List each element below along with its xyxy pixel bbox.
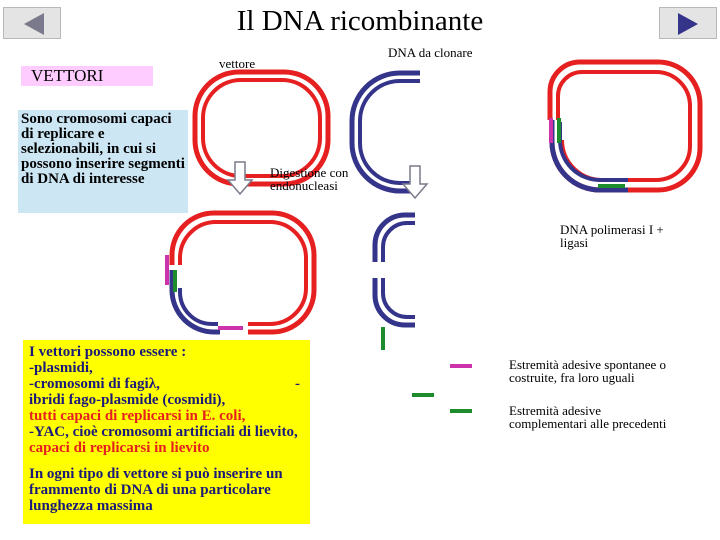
down-arrow-left [226,161,254,196]
vector-replicate-ecoli: tutti capaci di replicarsi in E. coli, [29,408,246,424]
dna-to-clone-label: DNA da clonare [388,45,473,60]
dna-to-clone [349,70,420,194]
down-arrow-right [401,165,429,200]
vector-size-note: In ogni tipo di vettore si può inserire … [29,466,283,514]
digestion-label: Digestione con endonucleasi [270,165,349,193]
recombinant-plasmid [547,59,703,193]
triangle-right-icon [678,13,698,35]
vector-type-phage: -cromosomi di fagiλ, - [29,376,300,392]
vector-plasmid [192,69,331,187]
vector-label: vettore [219,56,256,71]
vettori-heading: VETTORI [21,66,153,86]
cut-insert [372,212,415,350]
polymerase-label: DNA polimerasi I + ligasi [560,222,664,250]
vector-type-yac: -YAC, cioè cromosomi artificiali di liev… [29,424,298,456]
previous-slide-button[interactable] [3,7,61,39]
next-slide-button[interactable] [659,7,717,39]
vector-type-plasmids: -plasmidi, [29,360,93,376]
vector-types-intro: I vettori possono essere : [29,344,187,360]
legend-text-1: Estremità adesive spontanee o costruite,… [509,357,667,385]
cut-vector [165,210,317,335]
vettori-description: Sono cromosomi capaci di replicare e sel… [18,110,188,213]
vector-types-box: I vettori possono essere : -plasmidi, -c… [23,340,310,524]
page-title: Il DNA ricombinante [236,5,484,37]
vector-type-cosmids: ibridi fago-plasmide (cosmidi), [29,392,226,408]
triangle-left-icon [24,13,44,35]
legend-text-2: Estremità adesive complementari alle pre… [509,403,667,431]
